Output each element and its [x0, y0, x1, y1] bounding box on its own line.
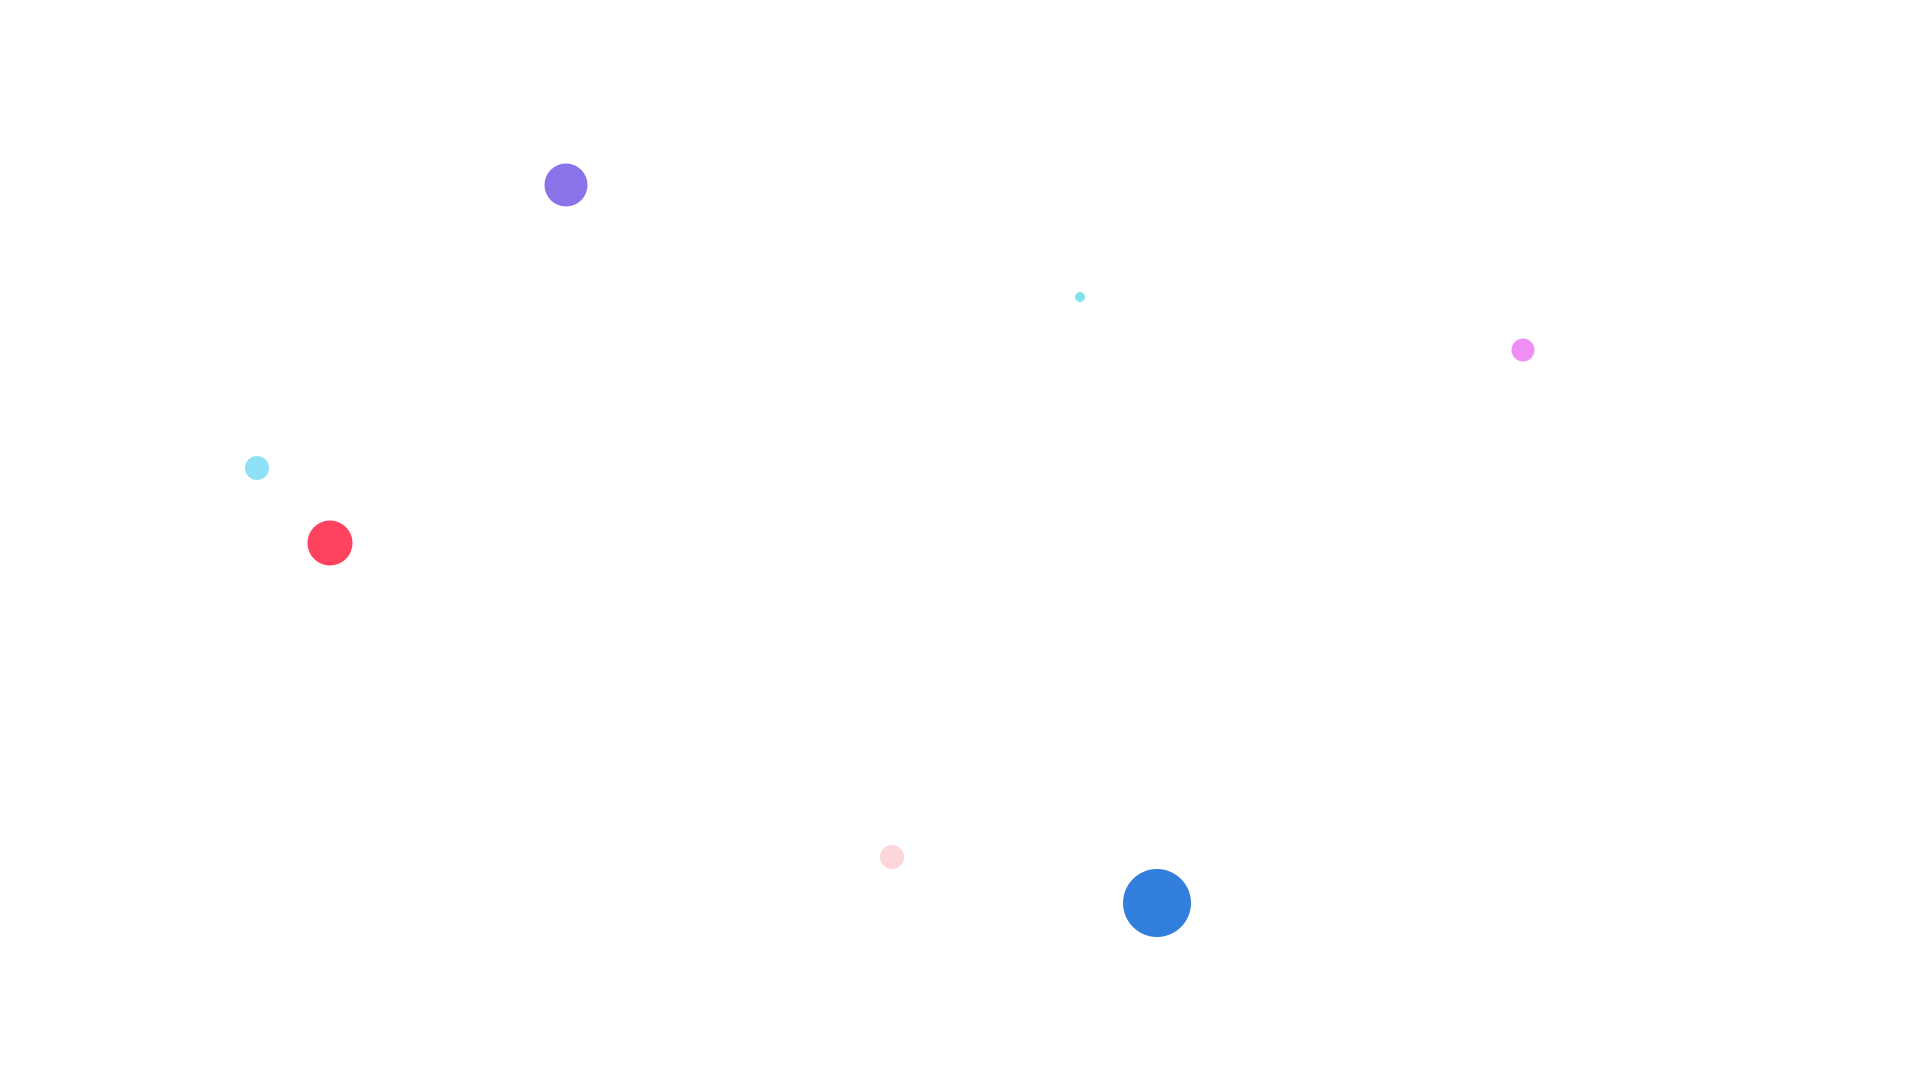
small-cyan-dot: [1075, 292, 1085, 302]
light-pink-dot: [880, 845, 904, 869]
light-blue-dot: [245, 456, 269, 480]
blue-dot: [1123, 869, 1191, 937]
red-dot: [307, 520, 353, 566]
purple-dot: [544, 163, 588, 207]
pink-dot: [1511, 338, 1535, 362]
